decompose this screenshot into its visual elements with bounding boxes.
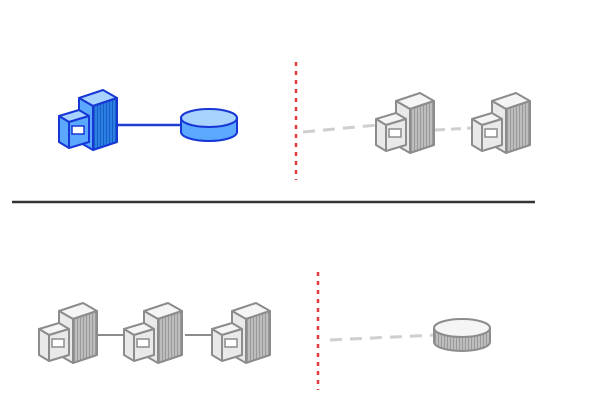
bottom-left-server-icon-1 [38,302,98,364]
top-right-server-icon-2 [471,92,531,154]
bottom-right-database-icon-1 [433,318,491,352]
node-icons [38,89,531,364]
bottom-left-server-icon-2 [123,302,183,364]
bottom-left-server-icon-3 [211,302,271,364]
top-left-database-icon-2 [180,108,238,142]
top-left-server-icon-1 [58,89,118,151]
link-dashed-bottom [329,333,437,342]
top-right-server-icon-1 [375,92,435,154]
link-dashed-top [302,123,379,134]
connection-lines [98,123,473,342]
link-dashed-top-servers [434,126,473,132]
